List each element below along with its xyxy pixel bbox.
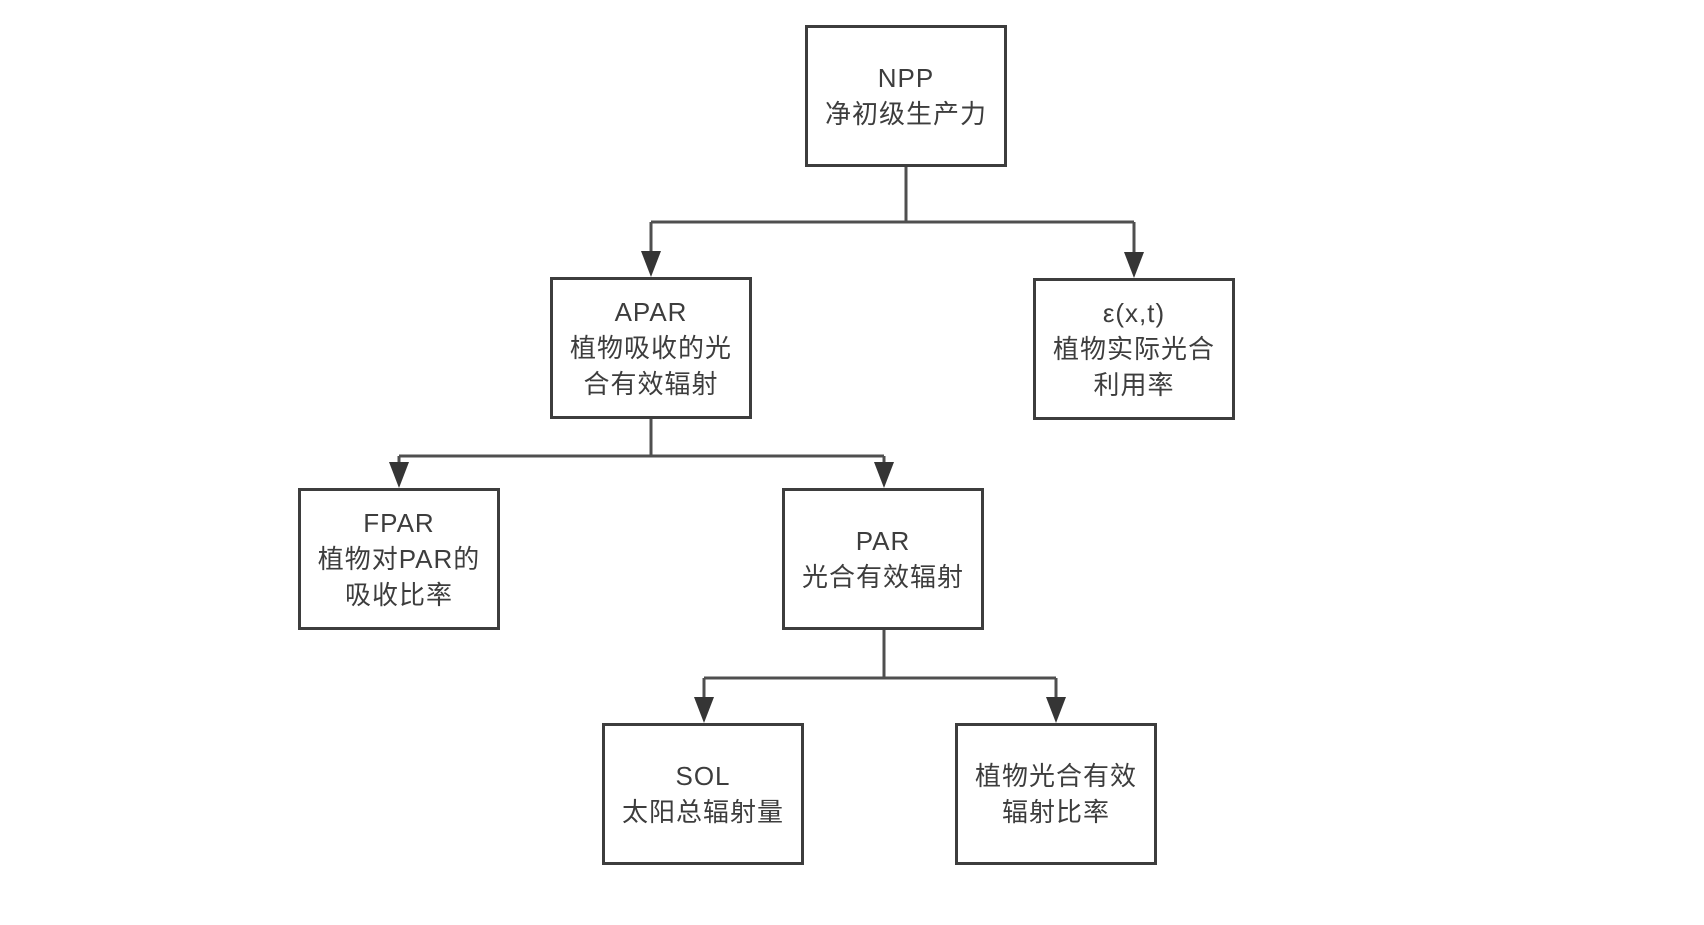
- node-subtitle: 植物吸收的光: [569, 333, 732, 363]
- node-subtitle: 净初级生产力: [824, 99, 987, 129]
- arrowhead-par: [874, 462, 894, 488]
- node-fpar: FPAR 植物对PAR的 吸收比率: [298, 488, 500, 630]
- arrowhead-fpar: [389, 462, 409, 488]
- node-title: FPAR: [363, 508, 435, 538]
- node-subtitle: 合有效辐射: [583, 369, 719, 399]
- node-title: APAR: [614, 297, 688, 327]
- arrowhead-sol: [694, 697, 714, 723]
- node-subtitle: 太阳总辐射量: [621, 797, 784, 827]
- arrowhead-ratio: [1046, 697, 1066, 723]
- node-epsilon: ε(x,t) 植物实际光合 利用率: [1033, 278, 1235, 420]
- node-subtitle: 利用率: [1093, 370, 1175, 400]
- node-title: NPP: [877, 63, 935, 93]
- edge-par-children: [702, 630, 1058, 699]
- node-subtitle: 植物实际光合: [1052, 334, 1215, 364]
- node-apar: APAR 植物吸收的光 合有效辐射: [550, 277, 752, 419]
- node-sol: SOL 太阳总辐射量: [602, 723, 804, 865]
- node-par-ratio: 植物光合有效 辐射比率: [955, 723, 1157, 865]
- edge-npp-children: [649, 167, 1136, 254]
- node-title: PAR: [855, 526, 911, 556]
- node-subtitle: 光合有效辐射: [801, 562, 964, 592]
- edge-apar-children: [397, 419, 886, 464]
- node-subtitle: 辐射比率: [1001, 797, 1110, 827]
- node-title: ε(x,t): [1102, 298, 1166, 328]
- node-title: SOL: [675, 761, 731, 791]
- arrowhead-epsilon: [1124, 252, 1144, 278]
- node-subtitle: 植物对PAR的: [317, 544, 481, 574]
- node-subtitle: 吸收比率: [344, 580, 453, 610]
- node-title: 植物光合有效: [974, 761, 1137, 791]
- node-par: PAR 光合有效辐射: [782, 488, 984, 630]
- node-npp: NPP 净初级生产力: [805, 25, 1007, 167]
- arrowhead-apar: [641, 251, 661, 277]
